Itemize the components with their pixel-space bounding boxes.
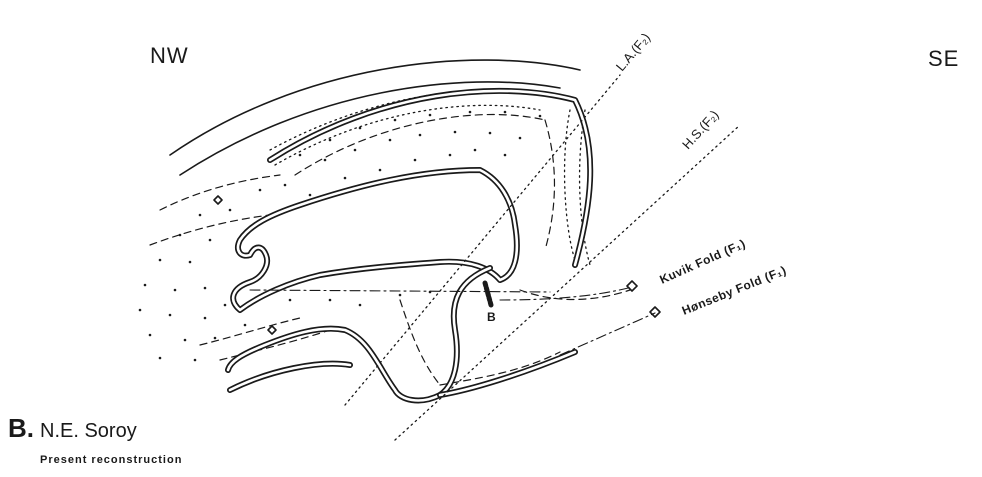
se-label: SE xyxy=(928,46,959,71)
central-tongue-fold xyxy=(233,170,517,310)
panel-letter: B. xyxy=(8,413,34,443)
hs-f2-label: H.S.(F₂) xyxy=(679,107,722,152)
kuvik-symbol-icon xyxy=(627,281,637,291)
honseby-trace xyxy=(560,313,655,355)
marker-b-label: B xyxy=(487,310,496,324)
scattered-dots xyxy=(139,111,542,362)
fold-traces xyxy=(500,287,655,355)
lower-left-symbol-icon xyxy=(268,326,276,334)
horizontal-trace xyxy=(250,290,550,292)
outer-arcs xyxy=(170,60,580,175)
panel-subtitle: Present reconstruction xyxy=(40,454,182,466)
la-f2-label: L.A.(F₂) xyxy=(613,30,653,74)
nw-label: NW xyxy=(150,43,189,68)
dashed-layers xyxy=(150,115,630,385)
axial-surface-lines xyxy=(345,75,740,440)
honseby-symbol-icon xyxy=(650,307,660,317)
upper-left-symbol-icon xyxy=(214,196,222,204)
kuvik-fold-label: Kuvik Fold (F₁) xyxy=(658,236,748,286)
kuvik-trace xyxy=(500,287,632,300)
panel-title: N.E. Soroy xyxy=(40,420,137,442)
marker-b-segment xyxy=(485,283,491,305)
upper-fold-layer xyxy=(270,91,590,265)
